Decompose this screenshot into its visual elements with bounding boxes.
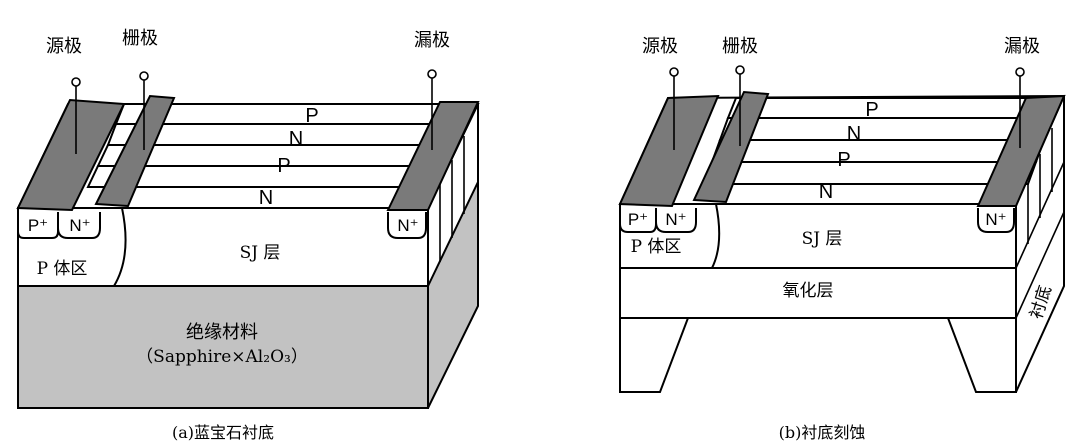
- drain-electrode: [976, 94, 1066, 207]
- gate-label: 栅极: [722, 36, 758, 57]
- insulator-front-face: [17, 285, 429, 409]
- source-electrode: [618, 94, 720, 208]
- gate-electrode: [94, 94, 176, 208]
- pillar-label-2: N: [847, 123, 861, 145]
- substrate-left-leg: [619, 317, 690, 393]
- gate-label: 栅极: [122, 28, 158, 49]
- p-body-boundary: [711, 203, 721, 269]
- caption-a: (a)蓝宝石衬底: [172, 423, 274, 442]
- pillar-label-2: N: [289, 128, 303, 150]
- diagram-b-substrate-etching: 源极 栅极 漏极 P N P N P⁺ N⁺ N⁺ P 体区 SJ 层 氧化层 …: [618, 36, 1066, 442]
- pillar-stripe-3: [710, 139, 1046, 163]
- p-plus-well: [17, 212, 59, 239]
- source-label: 源极: [642, 36, 678, 57]
- p-plus-label: P⁺: [28, 216, 48, 235]
- n-plus-right-label: N⁺: [985, 210, 1006, 229]
- n-plus-right-label: N⁺: [397, 216, 418, 235]
- drain-electrode: [386, 101, 480, 211]
- n-plus-well-left: [655, 208, 697, 233]
- pillar-stripe-4: [702, 161, 1038, 185]
- oxide-layer-label: 氧化层: [783, 281, 834, 301]
- insulator-label-line1: 绝缘材料: [186, 322, 258, 343]
- p-body-label: P 体区: [631, 237, 682, 257]
- source-label: 源极: [46, 36, 82, 57]
- device-front-face: [17, 207, 429, 287]
- p-body-boundary: [113, 207, 127, 287]
- pillar-label-1: P: [305, 105, 318, 127]
- oxide-layer-front-face: [619, 267, 1017, 319]
- source-terminal: [71, 77, 81, 87]
- sj-layer-label: SJ 层: [802, 229, 843, 249]
- caption-b: (b)衬底刻蚀: [779, 423, 866, 442]
- pillar-label-1: P: [865, 99, 878, 121]
- pillar-label-3: P: [277, 155, 290, 177]
- drain-label: 漏极: [1004, 36, 1040, 57]
- p-body-label: P 体区: [37, 259, 88, 279]
- pillar-label-4: N: [259, 187, 273, 209]
- gate-terminal: [735, 65, 745, 75]
- diagram-a-sapphire-substrate: 源极 栅极 漏极 P N P N P⁺ N⁺ N⁺ P 体区 SJ 层 绝缘材料…: [16, 28, 480, 442]
- p-plus-label: P⁺: [628, 210, 648, 229]
- pillar-label-4: N: [819, 181, 833, 203]
- n-plus-well-left: [57, 212, 101, 239]
- n-plus-well-right: [387, 212, 427, 239]
- substrate-right-leg: [946, 317, 1017, 393]
- pillar-stripe-1: [726, 97, 1062, 119]
- drain-label: 漏极: [414, 30, 450, 51]
- source-electrode: [16, 98, 126, 212]
- device-front-face: [619, 203, 1017, 269]
- n-plus-left-label: N⁺: [69, 216, 90, 235]
- pillar-label-3: P: [837, 149, 850, 171]
- drain-terminal: [1015, 67, 1025, 77]
- source-terminal: [669, 67, 679, 77]
- gate-terminal: [139, 71, 149, 81]
- gate-electrode: [692, 90, 770, 204]
- drain-terminal: [427, 69, 437, 79]
- insulator-label-line2: （Sapphire×Al₂O₃）: [136, 347, 308, 367]
- n-plus-left-label: N⁺: [665, 210, 686, 229]
- p-plus-well: [619, 208, 657, 233]
- sj-layer-label: SJ 层: [240, 243, 281, 263]
- pillar-stripe-2: [718, 117, 1054, 141]
- n-plus-well-right: [977, 208, 1015, 233]
